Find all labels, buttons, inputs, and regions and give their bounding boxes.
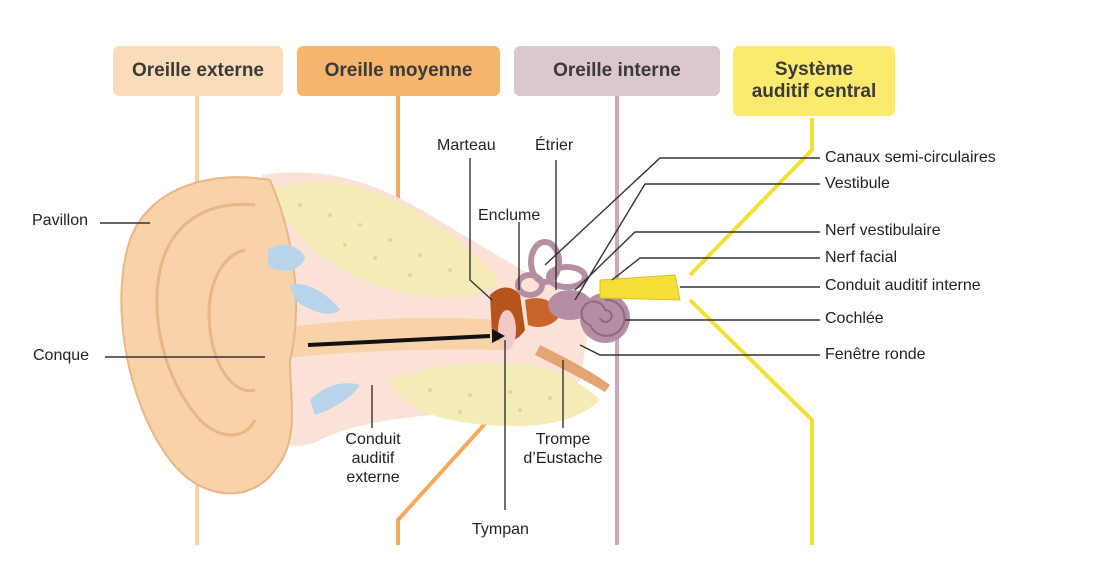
header-inner-ear: Oreille interne: [514, 46, 720, 96]
header-central-system: Système auditif central: [733, 46, 895, 116]
nerve: [600, 275, 680, 300]
label-trompe: Trompe d’Eustache: [515, 430, 611, 468]
label-nerf-vestibulaire: Nerf vestibulaire: [825, 221, 941, 240]
pinna: [121, 177, 296, 493]
label-etrier: Étrier: [535, 136, 573, 155]
label-cochlee: Cochlée: [825, 309, 884, 328]
label-conque: Conque: [33, 346, 89, 365]
header-outer-ear: Oreille externe: [113, 46, 283, 96]
central-region-line: [690, 118, 812, 275]
eardrum-shape: [498, 310, 516, 350]
label-vestibule: Vestibule: [825, 174, 890, 193]
label-pavillon: Pavillon: [32, 211, 88, 230]
header-outer-label: Oreille externe: [132, 60, 264, 82]
label-fenetre-ronde: Fenêtre ronde: [825, 345, 926, 364]
label-tympan: Tympan: [472, 520, 529, 539]
label-conduit-interne: Conduit auditif interne: [825, 276, 981, 295]
header-central-label: Système auditif central: [744, 59, 884, 103]
label-canaux: Canaux semi-circulaires: [825, 148, 996, 167]
label-enclume: Enclume: [478, 206, 540, 225]
header-inner-label: Oreille interne: [553, 60, 681, 82]
header-middle-label: Oreille moyenne: [325, 60, 473, 82]
label-marteau: Marteau: [437, 136, 496, 155]
label-conduit-externe: Conduit auditif externe: [337, 430, 409, 487]
label-nerf-facial: Nerf facial: [825, 248, 897, 267]
header-middle-ear: Oreille moyenne: [297, 46, 500, 96]
